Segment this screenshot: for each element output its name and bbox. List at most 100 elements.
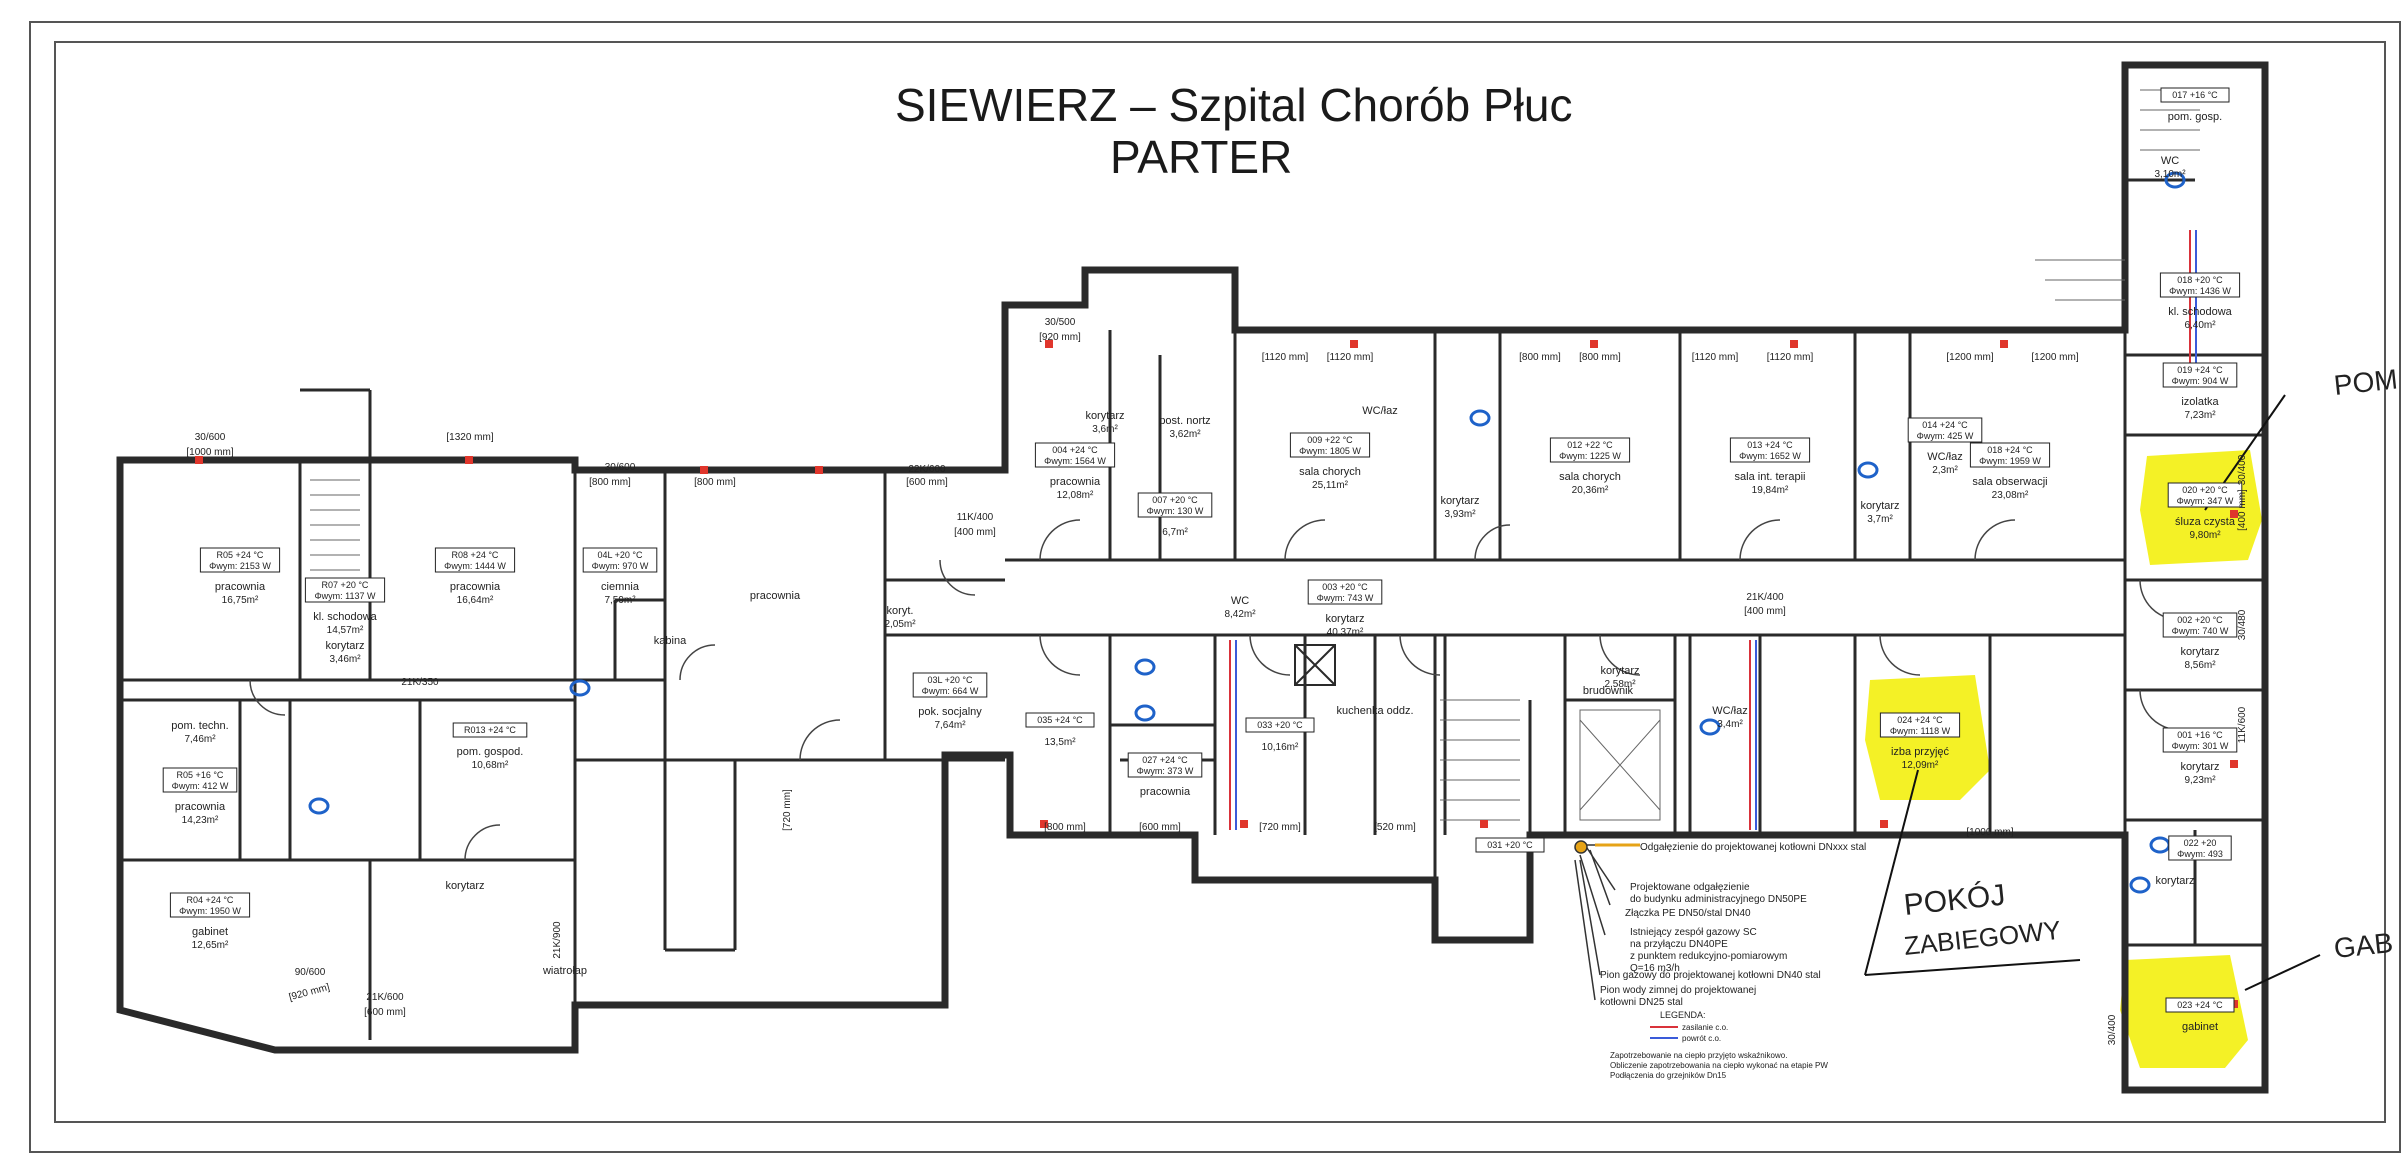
gas-note: Odgałęzienie do projektowanej kotłowni D… xyxy=(1640,842,1866,853)
room-tag-box xyxy=(582,547,658,573)
room-name-r13_left: pom. techn. xyxy=(171,720,228,732)
room-load-r022: Φwym: 493 xyxy=(2177,849,2223,859)
doors xyxy=(249,519,2181,861)
room-load-sala_int: Φwym: 1652 W xyxy=(1739,451,1801,461)
window-label: [800 mm] xyxy=(694,477,736,488)
window-label: [800 mm] xyxy=(1044,822,1086,833)
room-tag-box xyxy=(2160,87,2230,103)
room-name-koryt: koryt. xyxy=(887,605,914,617)
window-label: [1120 mm] xyxy=(1767,352,1814,363)
room-name-ciemnia: ciemnia xyxy=(601,581,640,593)
room-tag-r001: 001 +16 °C xyxy=(2177,730,2223,740)
gas-notes: Odgałęzienie do projektowanej kotłowni D… xyxy=(1600,842,1866,1008)
handwritten-gab: GAB xyxy=(2332,927,2394,964)
legend-item: powrót c.o. xyxy=(1682,1034,1721,1043)
window-label: [1120 mm] xyxy=(1327,352,1374,363)
room-tag-sala_chorych_1: 009 +22 °C xyxy=(1307,435,1353,445)
room-tag-r05: R05 +24 °C xyxy=(217,550,264,560)
room-area-r13_left: 7,46m² xyxy=(184,734,216,745)
room-name-r019: izolatka xyxy=(2181,396,2219,408)
room-name-pracownia_mid: pracownia xyxy=(750,590,801,602)
room-tag-r08: R08 +24 °C xyxy=(452,550,499,560)
room-load-ciemnia: Φwym: 970 W xyxy=(592,561,649,571)
room-load-pok_socjalny: Φwym: 664 W xyxy=(922,686,979,696)
room-tag-box xyxy=(169,892,251,918)
window-label: 11K/400 xyxy=(957,512,994,523)
interior-walls xyxy=(120,178,2265,1040)
room-tag-box xyxy=(1549,437,1631,463)
handwritten-pom: POM xyxy=(2332,363,2399,400)
window-marks xyxy=(195,340,2238,1008)
exterior-walls xyxy=(116,61,2269,1094)
room-name-r05b: pracownia xyxy=(175,801,226,813)
room-name-brudownik: brudownik xyxy=(1583,685,1634,697)
room-area-sala_obs: 23,08m² xyxy=(1992,490,2029,501)
room-tag-box xyxy=(1289,432,1371,458)
room-area-wc_laz_2: 2,3m² xyxy=(1932,465,1958,476)
room-tag-pracownia_004: 004 +24 °C xyxy=(1052,445,1098,455)
room-tag-box xyxy=(2168,835,2232,861)
room-tag-box xyxy=(199,547,281,573)
room-area-ciemnia: 7,59m² xyxy=(604,595,636,606)
room-name-wc_laz_2: WC/łaz xyxy=(1927,451,1962,463)
room-tag-sala_int: 013 +24 °C xyxy=(1747,440,1793,450)
room-name-kabina: kabina xyxy=(654,635,687,647)
heating-pipes xyxy=(1229,230,2197,830)
room-load-r05b: Φwym: 412 W xyxy=(172,781,229,791)
room-tag-r14: R013 +24 °C xyxy=(464,725,516,735)
window-label: [1200 mm] xyxy=(1946,352,1993,363)
handwriting-lines xyxy=(1864,394,2321,991)
gas-note: z punktem redukcyjno-pomiarowym xyxy=(1630,951,1787,962)
handwritten-pokoj: POKÓJ xyxy=(1902,879,2007,922)
room-tag-box xyxy=(1245,717,1315,733)
room-area-r05b: 14,23m² xyxy=(182,815,219,826)
window-label: 30/500 xyxy=(1045,317,1076,328)
room-name-korytarz_left: korytarz xyxy=(325,640,364,652)
room-tag-box xyxy=(304,577,386,603)
room-load-sala_chorych_2: Φwym: 1225 W xyxy=(1559,451,1621,461)
room-name-pracownia_004: pracownia xyxy=(1050,476,1101,488)
room-tag-box xyxy=(1307,579,1383,605)
legend-item: zasilanie c.o. xyxy=(1682,1023,1728,1032)
gas-note: Pion gazowy do projektowanej kotłowni DN… xyxy=(1600,970,1821,981)
room-tag-box xyxy=(1127,752,1203,778)
room-area-pok_socjalny: 7,64m² xyxy=(934,720,966,731)
room-area-r04: 12,65m² xyxy=(192,940,229,951)
room-area-wc_laz_3: 3,4m² xyxy=(1717,719,1743,730)
room-name-r024: izba przyjęć xyxy=(1891,746,1950,758)
room-area-r024: 12,09m² xyxy=(1902,760,1939,771)
room-name-korytarz_main: korytarz xyxy=(1325,613,1364,625)
room-tag-box xyxy=(1879,712,1961,738)
room-area-sala_chorych_2: 20,36m² xyxy=(1572,485,1609,496)
window-label: [1120 mm] xyxy=(1262,352,1309,363)
window-label: 30/400 xyxy=(2237,454,2248,485)
room-tag-r017: 017 +16 °C xyxy=(2172,90,2218,100)
handwritten-zabiegowy: ZABIEGOWY xyxy=(1902,915,2062,961)
room-load-pracownia_b: Φwym: 373 W xyxy=(1137,766,1194,776)
room-name-sala_obs: sala obserwacji xyxy=(1972,476,2047,488)
room-tag-r04: R04 +24 °C xyxy=(187,895,234,905)
window-label: [520 mm] xyxy=(1374,822,1416,833)
room-area-r033: 10,16m² xyxy=(1262,742,1299,753)
room-name-r002: korytarz xyxy=(2180,646,2219,658)
window-label: [600 mm] xyxy=(906,477,948,488)
window-label: [920 mm] xyxy=(288,982,331,1003)
room-area-r07: 14,57m² xyxy=(327,625,364,636)
room-name-sala_chorych_1: sala chorych xyxy=(1299,466,1361,478)
room-tag-r031: 031 +20 °C xyxy=(1487,840,1533,850)
room-name-korytarz_small: korytarz xyxy=(1085,410,1124,422)
room-name-r020: śluza czysta xyxy=(2175,516,2236,528)
room-name-r08: pracownia xyxy=(450,581,501,593)
page-frame xyxy=(29,21,2401,1153)
room-tag-box xyxy=(1025,712,1095,728)
page-title: SIEWIERZ – Szpital Chorób Płuc xyxy=(895,79,1573,131)
room-name-korytarz_r: korytarz xyxy=(2155,875,2194,887)
window-label: [920 mm] xyxy=(1039,332,1081,343)
room-tag-box xyxy=(1729,437,1811,463)
room-area-pracownia_004: 12,08m² xyxy=(1057,490,1094,501)
room-load-r07: Φwym: 1137 W xyxy=(314,591,376,601)
room-name-r001: korytarz xyxy=(2180,761,2219,773)
gas-note: Istniejący zespół gazowy SC xyxy=(1630,927,1757,938)
